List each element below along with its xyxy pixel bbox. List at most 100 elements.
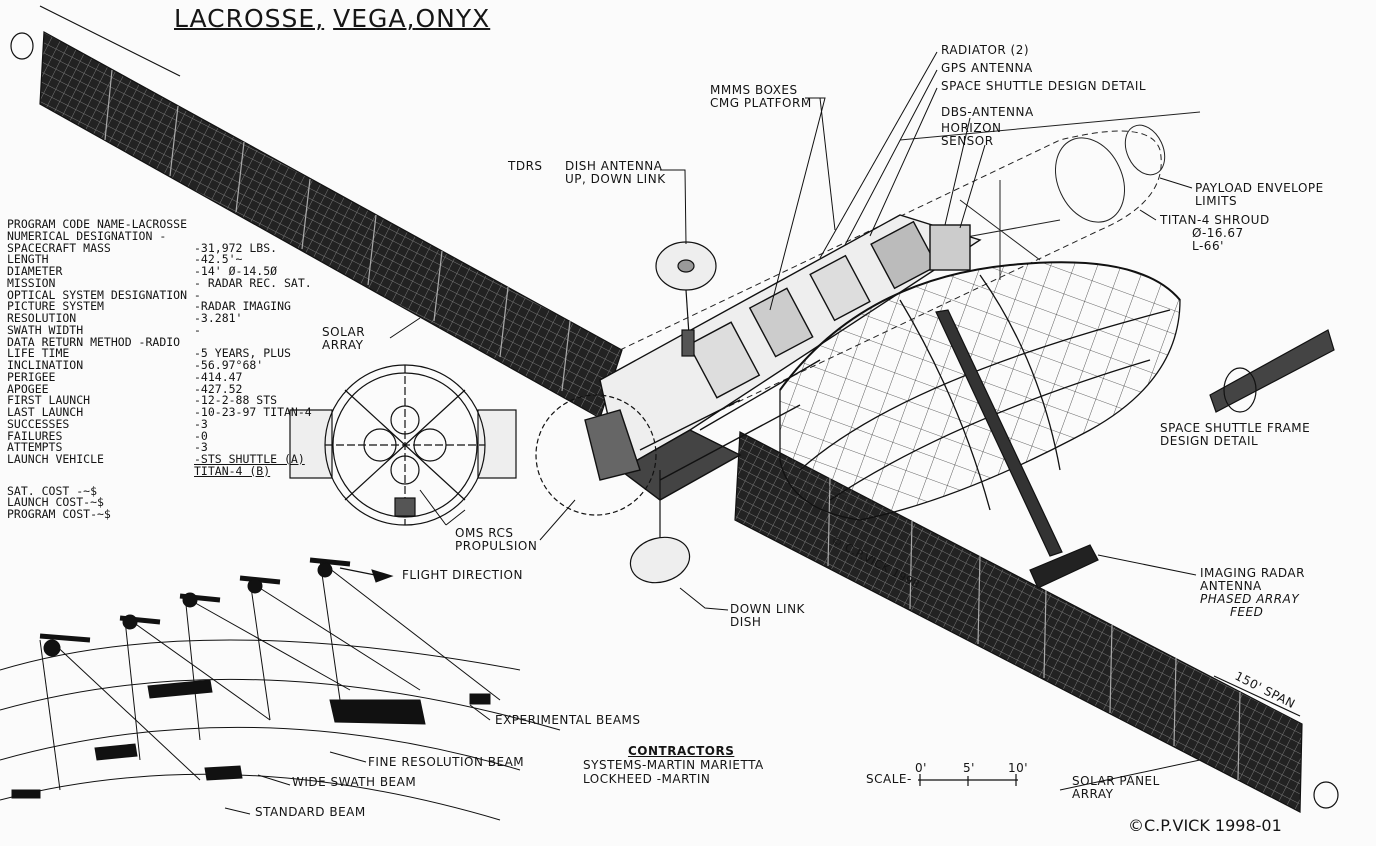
title-lacrosse: LACROSSE, [174, 4, 325, 33]
end-view [289, 364, 657, 526]
contractors-block: CONTRACTORS SYSTEMS-MARTIN MARIETTA LOCK… [583, 744, 764, 786]
scale-bar [918, 774, 1018, 786]
spec-value: -414.47 [194, 369, 243, 384]
label-radiator: RADIATOR (2) [941, 43, 1030, 57]
label-shuttle-frame: SPACE SHUTTLE FRAME DESIGN DETAIL [1160, 422, 1310, 448]
label-wide-swath: WIDE SWATH BEAM [292, 775, 417, 789]
contractors-line1: SYSTEMS-MARTIN MARIETTA [583, 758, 764, 772]
oms-line2: PROPULSION [455, 539, 538, 553]
spec-row: OPTICAL SYSTEM DESIGNATION - [7, 289, 312, 302]
rotation-marker-icon [1313, 781, 1339, 809]
spec-label: PERIGEE [7, 369, 56, 384]
spec-row: LAUNCH VEHICLE -STS SHUTTLE (A) [7, 452, 312, 466]
spec-label: MISSION [7, 275, 56, 290]
label-gps-antenna: GPS ANTENNA [941, 61, 1033, 75]
scale-tick-10: 10' [1008, 761, 1029, 775]
spec-row: APOGEE-427.52 [7, 383, 312, 396]
label-shuttle-design: SPACE SHUTTLE DESIGN DETAIL [941, 79, 1147, 93]
titan-line2: Ø-16.67 [1192, 226, 1244, 240]
titan-line3: L-66' [1192, 239, 1224, 253]
title-onyx: ONYX [415, 4, 491, 33]
spec-value: - RADAR REC. SAT. [194, 275, 312, 290]
span-dimension-line [39, 5, 181, 77]
solar-panel-line1: SOLAR PANEL [1072, 774, 1160, 788]
spec-value: -14' Ø-14.5Ø [194, 264, 278, 278]
downlink-line2: DISH [730, 615, 762, 629]
ground-beams [0, 557, 561, 821]
label-solar-array: SOLAR ARRAY [322, 326, 365, 352]
solar-line1: SOLAR [322, 325, 366, 339]
spec-label: PICTURE SYSTEM [7, 299, 104, 314]
mmms-line2: CMG PLATFORM [710, 96, 812, 110]
spec-value: - [194, 322, 201, 337]
spec-value: TITAN-4 (B) [194, 463, 271, 478]
mmms-line1: MMMS BOXES [710, 83, 798, 97]
spec-label [7, 466, 194, 478]
title-vega: VEGA, [333, 4, 416, 33]
label-dish-antenna: DISH ANTENNA UP, DOWN LINK [565, 160, 666, 186]
spec-row: RESOLUTION-3.281' [7, 311, 312, 325]
oms-line1: OMS RCS [455, 526, 514, 540]
contractors-heading: CONTRACTORS [628, 744, 735, 758]
scale-tick-5: 5' [963, 761, 975, 775]
label-mmms: MMMS BOXES CMG PLATFORM [710, 84, 812, 110]
spec-row: MISSION - RADAR REC. SAT. [7, 275, 312, 290]
spec-row: SWATH WIDTH - [7, 322, 312, 337]
spec-row: PERIGEE -414.47 [7, 369, 312, 384]
spec-row: FIRST LAUNCH-12-2-88 STS [7, 393, 312, 408]
spacecraft-bus [584, 214, 982, 501]
label-horizon-sensor: HORIZON SENSOR [941, 122, 1002, 148]
payload-line1: PAYLOAD ENVELOPE [1195, 181, 1324, 195]
scale-tick-0: 0' [915, 761, 927, 775]
label-oms-rcs: OMS RCS PROPULSION [455, 527, 537, 553]
spec-row: PICTURE SYSTEM -RADAR IMAGING [7, 299, 312, 314]
spec-row: PROGRAM CODE NAME-LACROSSE [7, 217, 312, 231]
spec-value: -STS SHUTTLE (A) [194, 452, 305, 466]
label-imaging-radar: IMAGING RADAR ANTENNA PHASED ARRAY FEED [1200, 567, 1305, 619]
imaging-line4: FEED [1230, 605, 1264, 619]
solar-line2: ARRAY [322, 338, 364, 352]
spec-row: INCLINATION-56.97°68' [7, 358, 312, 372]
spec-row: FAILURES-0 [7, 430, 312, 443]
spec-label: LAUNCH VEHICLE [7, 452, 104, 466]
spec-value: -3.281' [194, 311, 243, 325]
tdrs-dish [655, 241, 717, 357]
spec-value: -56.97°68' [194, 358, 264, 372]
spec-row: ATTEMPTS-3 [7, 440, 312, 455]
horizon-line2: SENSOR [941, 134, 994, 148]
payload-line2: LIMITS [1195, 194, 1238, 208]
spec-label: PROGRAM CODE NAME-LACROSSE [7, 217, 188, 231]
label-flight-direction: FLIGHT DIRECTION [402, 568, 523, 582]
frame-line2: DESIGN DETAIL [1160, 434, 1259, 448]
label-titan-shroud: TITAN-4 SHROUD Ø-16.67 L-66' [1160, 214, 1270, 253]
downlink-line1: DOWN LINK [730, 602, 805, 616]
cost-row: SAT. COST -~$ [7, 483, 98, 498]
label-payload-envelope: PAYLOAD ENVELOPE LIMITS [1195, 182, 1324, 208]
solar-panel-lower [734, 431, 1303, 813]
spec-value: -42.5'~ [194, 252, 243, 267]
spec-value: -RADAR IMAGING [194, 299, 291, 314]
spec-label: DATA RETURN METHOD -RADIO [7, 334, 181, 349]
frame-line1: SPACE SHUTTLE FRAME [1160, 421, 1311, 435]
spec-label: SWATH WIDTH [7, 322, 84, 337]
spec-row: DIAMETER-14' Ø-14.5Ø [7, 264, 312, 278]
label-dbs-antenna: DBS-ANTENNA [941, 105, 1034, 119]
label-fine-resolution: FINE RESOLUTION BEAM [368, 755, 525, 769]
spec-row: TITAN-4 (B) [7, 463, 312, 478]
solar-panel-line2: ARRAY [1072, 787, 1114, 801]
spec-value: -3 [194, 416, 208, 431]
feed-boom [935, 309, 1099, 589]
spec-value: -3 [194, 440, 208, 455]
spec-label: SUCCESSES [7, 416, 70, 431]
dish-line2: UP, DOWN LINK [565, 172, 666, 186]
rotation-marker-icon [10, 32, 34, 60]
spec-label: FIRST LAUNCH [7, 393, 91, 408]
titan-line1: TITAN-4 SHROUD [1160, 213, 1270, 227]
spec-row: SUCCESSES -3 [7, 416, 312, 431]
horizon-line1: HORIZON [941, 121, 1002, 135]
imaging-line2: ANTENNA [1200, 579, 1262, 593]
leader-lines [224, 51, 1201, 815]
contractors-line2: LOCKHEED -MARTIN [583, 772, 711, 786]
spec-value: -31,972 LBS. [194, 240, 278, 255]
